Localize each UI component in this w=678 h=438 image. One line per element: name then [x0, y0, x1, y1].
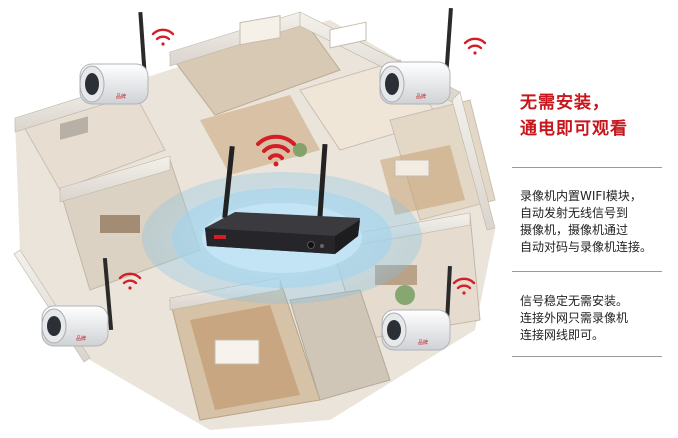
- description-line: 摄像机，摄像机通过: [520, 223, 629, 237]
- headline-line: 通电即可观看: [520, 119, 628, 139]
- svg-text:品牌: 品牌: [418, 339, 428, 346]
- divider: [512, 356, 662, 357]
- description-line: 自动发射无线信号到: [520, 206, 629, 220]
- divider: [512, 167, 662, 168]
- divider: [512, 271, 662, 272]
- description-line: 录像机内置WIFI模块，: [520, 189, 642, 203]
- description-block-2: 信号稳定无需安装。 连接外网只需录像机 连接网线即可。: [520, 293, 628, 344]
- svg-text:品牌: 品牌: [416, 93, 426, 100]
- description-line: 信号稳定无需安装。: [520, 294, 629, 308]
- house-floorplan-illustration: 品牌 品牌 品牌 品牌: [13, 7, 496, 430]
- description-block-1: 录像机内置WIFI模块， 自动发射无线信号到 摄像机，摄像机通过 自动对码与录像…: [520, 188, 652, 256]
- security-camera-icon: 品牌: [41, 257, 114, 347]
- description-line: 自动对码与录像机连接。: [520, 240, 653, 254]
- description-line: 连接外网只需录像机: [520, 311, 629, 325]
- svg-text:品牌: 品牌: [76, 335, 86, 342]
- description-line: 连接网线即可。: [520, 328, 605, 342]
- feature-text-panel: 无需安装， 通电即可观看 录像机内置WIFI模块， 自动发射无线信号到 摄像机，…: [512, 0, 672, 438]
- wifi-signal-icon: [256, 134, 296, 167]
- headline-line: 无需安装，: [520, 93, 610, 113]
- headline: 无需安装， 通电即可观看: [520, 90, 628, 142]
- wifi-signal-icon: [118, 28, 487, 295]
- security-camera-icon: 品牌: [381, 265, 452, 351]
- security-camera-icon: 品牌: [79, 11, 149, 105]
- house-floor: [13, 11, 496, 430]
- security-camera-icon: 品牌: [379, 7, 453, 105]
- nvr-recorder-icon: [205, 143, 360, 254]
- svg-text:品牌: 品牌: [116, 93, 126, 100]
